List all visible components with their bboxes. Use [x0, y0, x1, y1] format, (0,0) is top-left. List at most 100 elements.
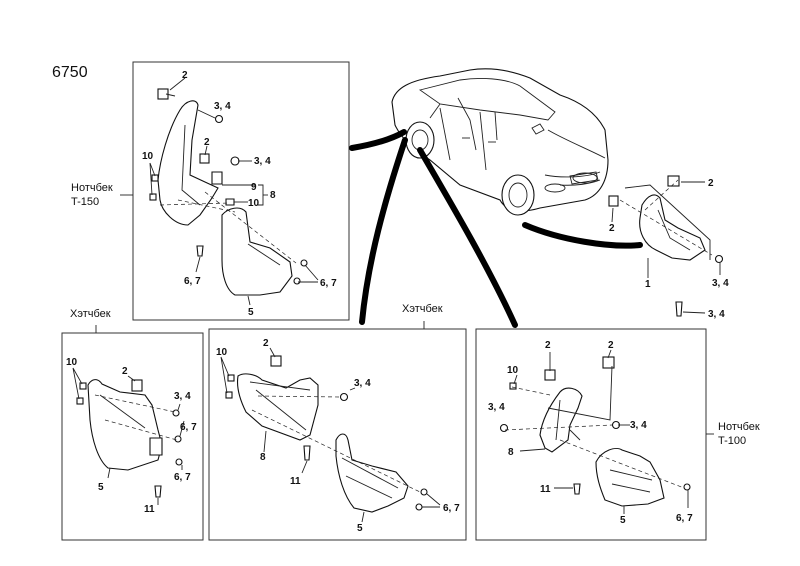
label-5: 5	[248, 307, 254, 318]
caption-notchback-t150-line1: Нотчбек	[71, 182, 113, 194]
front-mudguard-group: 2 2 1 3, 4 3, 4	[608, 175, 729, 320]
screw-middle	[230, 156, 240, 166]
mudguard-part-5-hb-center	[335, 433, 409, 513]
clip-2-hb-left	[131, 379, 143, 392]
panel-hatchback-left	[61, 332, 204, 541]
label-2: 2	[182, 70, 188, 81]
car-illustration	[391, 68, 609, 216]
mudguard-part-5-hb-left	[87, 379, 163, 471]
bolt-hb-left-11	[154, 485, 162, 498]
caption-hatchback-left: Хэтчбек	[70, 308, 111, 320]
label-1: 1	[645, 279, 651, 290]
label-11: 11	[144, 504, 155, 515]
label-2: 2	[122, 366, 128, 377]
diagram-number: 6750	[52, 64, 88, 81]
label-2: 2	[609, 223, 615, 234]
label-11: 11	[290, 476, 301, 487]
label-10: 10	[142, 151, 154, 162]
caption-notchback-t150-line2: T-150	[71, 196, 99, 208]
bolt-hb-center-11	[303, 445, 311, 461]
label-3-4: 3, 4	[214, 101, 231, 112]
nut-10-b	[149, 193, 157, 201]
label-3-4: 3, 4	[254, 156, 271, 167]
label-8: 8	[508, 447, 514, 458]
label-2: 2	[608, 340, 614, 351]
label-5: 5	[620, 515, 626, 526]
leader-to-t150	[349, 129, 407, 151]
panel-notchback-t100	[475, 328, 707, 541]
leader-to-front	[522, 222, 643, 249]
label-3-4: 3, 4	[174, 391, 191, 402]
nut-10-t100	[509, 382, 517, 390]
label-10: 10	[507, 365, 519, 376]
screw-hb-center-67a	[420, 488, 428, 496]
caption-notchback-t100-line2: T-100	[718, 435, 746, 447]
clip-2-front-left	[608, 195, 619, 207]
screw-hb-center-34	[339, 392, 349, 402]
screw-front-bottom	[675, 301, 683, 317]
caption-hatchback-center: Хэтчбек	[402, 303, 443, 315]
clip-2-middle	[199, 153, 210, 164]
hatchback-left-group: Хэтчбек 10 2 3, 4 6, 7 6, 7 5 11	[66, 308, 197, 515]
label-2: 2	[263, 338, 269, 349]
label-3-4: 3, 4	[712, 278, 729, 289]
panel-notchback-t150	[132, 61, 350, 321]
screw-hb-left-34	[172, 409, 180, 417]
mudguard-part-8-t100	[539, 387, 583, 453]
nut-10-hb-left-a	[79, 382, 87, 390]
bracket-9	[211, 171, 223, 185]
label-8: 8	[260, 452, 266, 463]
label-10: 10	[216, 347, 228, 358]
bolt-t100-11	[573, 483, 581, 495]
mudguard-part-5	[221, 207, 293, 296]
label-6-7: 6, 7	[184, 276, 201, 287]
screw-front-right	[714, 254, 724, 264]
leader-to-hatchback	[359, 137, 408, 325]
label-3-4: 3, 4	[708, 309, 725, 320]
screw-hb-left-67b	[175, 458, 183, 466]
mudguard-part-8	[157, 100, 219, 226]
label-5: 5	[98, 482, 104, 493]
screw-67-b	[293, 277, 301, 285]
nut-10-hb-left-b	[76, 397, 84, 405]
label-6-7: 6, 7	[443, 503, 460, 514]
panel-hatchback-center	[208, 328, 467, 541]
screw-t100-34-left	[499, 423, 509, 433]
mudguard-part-1	[639, 194, 706, 261]
nut-10-right	[225, 198, 235, 206]
label-3-4: 3, 4	[630, 420, 647, 431]
screw-hb-left-67a	[174, 435, 182, 443]
hatchback-center-group: Хэтчбек 10 2 3, 4 8 11 6, 7 5	[216, 303, 460, 534]
mudguard-part-5-t100	[595, 447, 665, 507]
clip-2-hb-center	[270, 355, 282, 367]
caption-notchback-t100-line1: Нотчбек	[718, 421, 760, 433]
label-2: 2	[708, 178, 714, 189]
bracket-hb-left	[149, 437, 163, 456]
label-8: 8	[270, 190, 276, 201]
nut-10-hb-center-a	[227, 374, 235, 382]
label-6-7: 6, 7	[320, 278, 337, 289]
leader-to-t100	[417, 147, 518, 328]
notchback-t100-group: 2 2 10 3, 4 3, 4 8 11 5 6, 7 Нотчбек T-1…	[488, 340, 760, 526]
nut-10-hb-center-b	[225, 391, 233, 399]
screw-67-a	[300, 259, 308, 267]
label-6-7: 6, 7	[174, 472, 191, 483]
screw-hb-center-67b	[415, 503, 423, 511]
screw-t100-67	[683, 483, 691, 491]
bolt-6-7	[196, 245, 204, 257]
clip-2-t100-left	[544, 369, 556, 381]
label-6-7: 6, 7	[180, 422, 197, 433]
label-3-4: 3, 4	[354, 378, 371, 389]
label-5: 5	[357, 523, 363, 534]
label-6-7: 6, 7	[676, 513, 693, 524]
screw-top	[214, 114, 224, 124]
label-11: 11	[540, 484, 551, 495]
clip-2-front-top	[667, 175, 680, 187]
label-10: 10	[66, 357, 78, 368]
label-3-4: 3, 4	[488, 402, 505, 413]
label-9: 9	[251, 182, 257, 193]
notchback-t150-group: 2 3, 4 2 3, 4 10 9 8 10 6, 7 6, 7 5 Нотч…	[71, 70, 337, 318]
label-2: 2	[545, 340, 551, 351]
label-2: 2	[204, 137, 210, 148]
